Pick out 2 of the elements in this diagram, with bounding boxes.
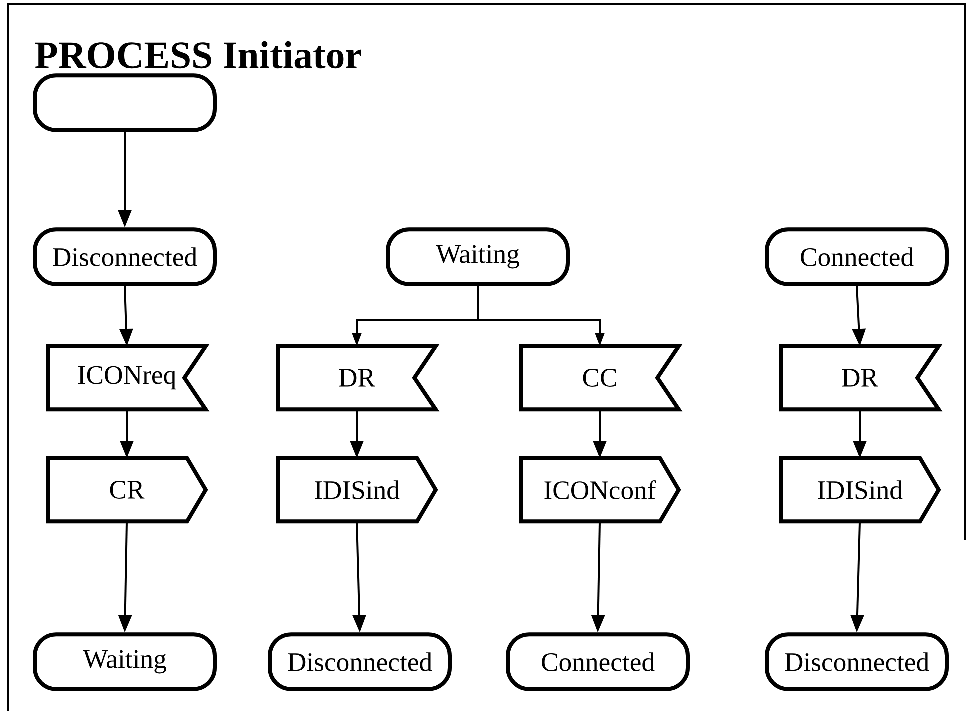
state-symbol — [33, 74, 217, 132]
diagram-title: PROCESS Initiator — [35, 41, 362, 69]
